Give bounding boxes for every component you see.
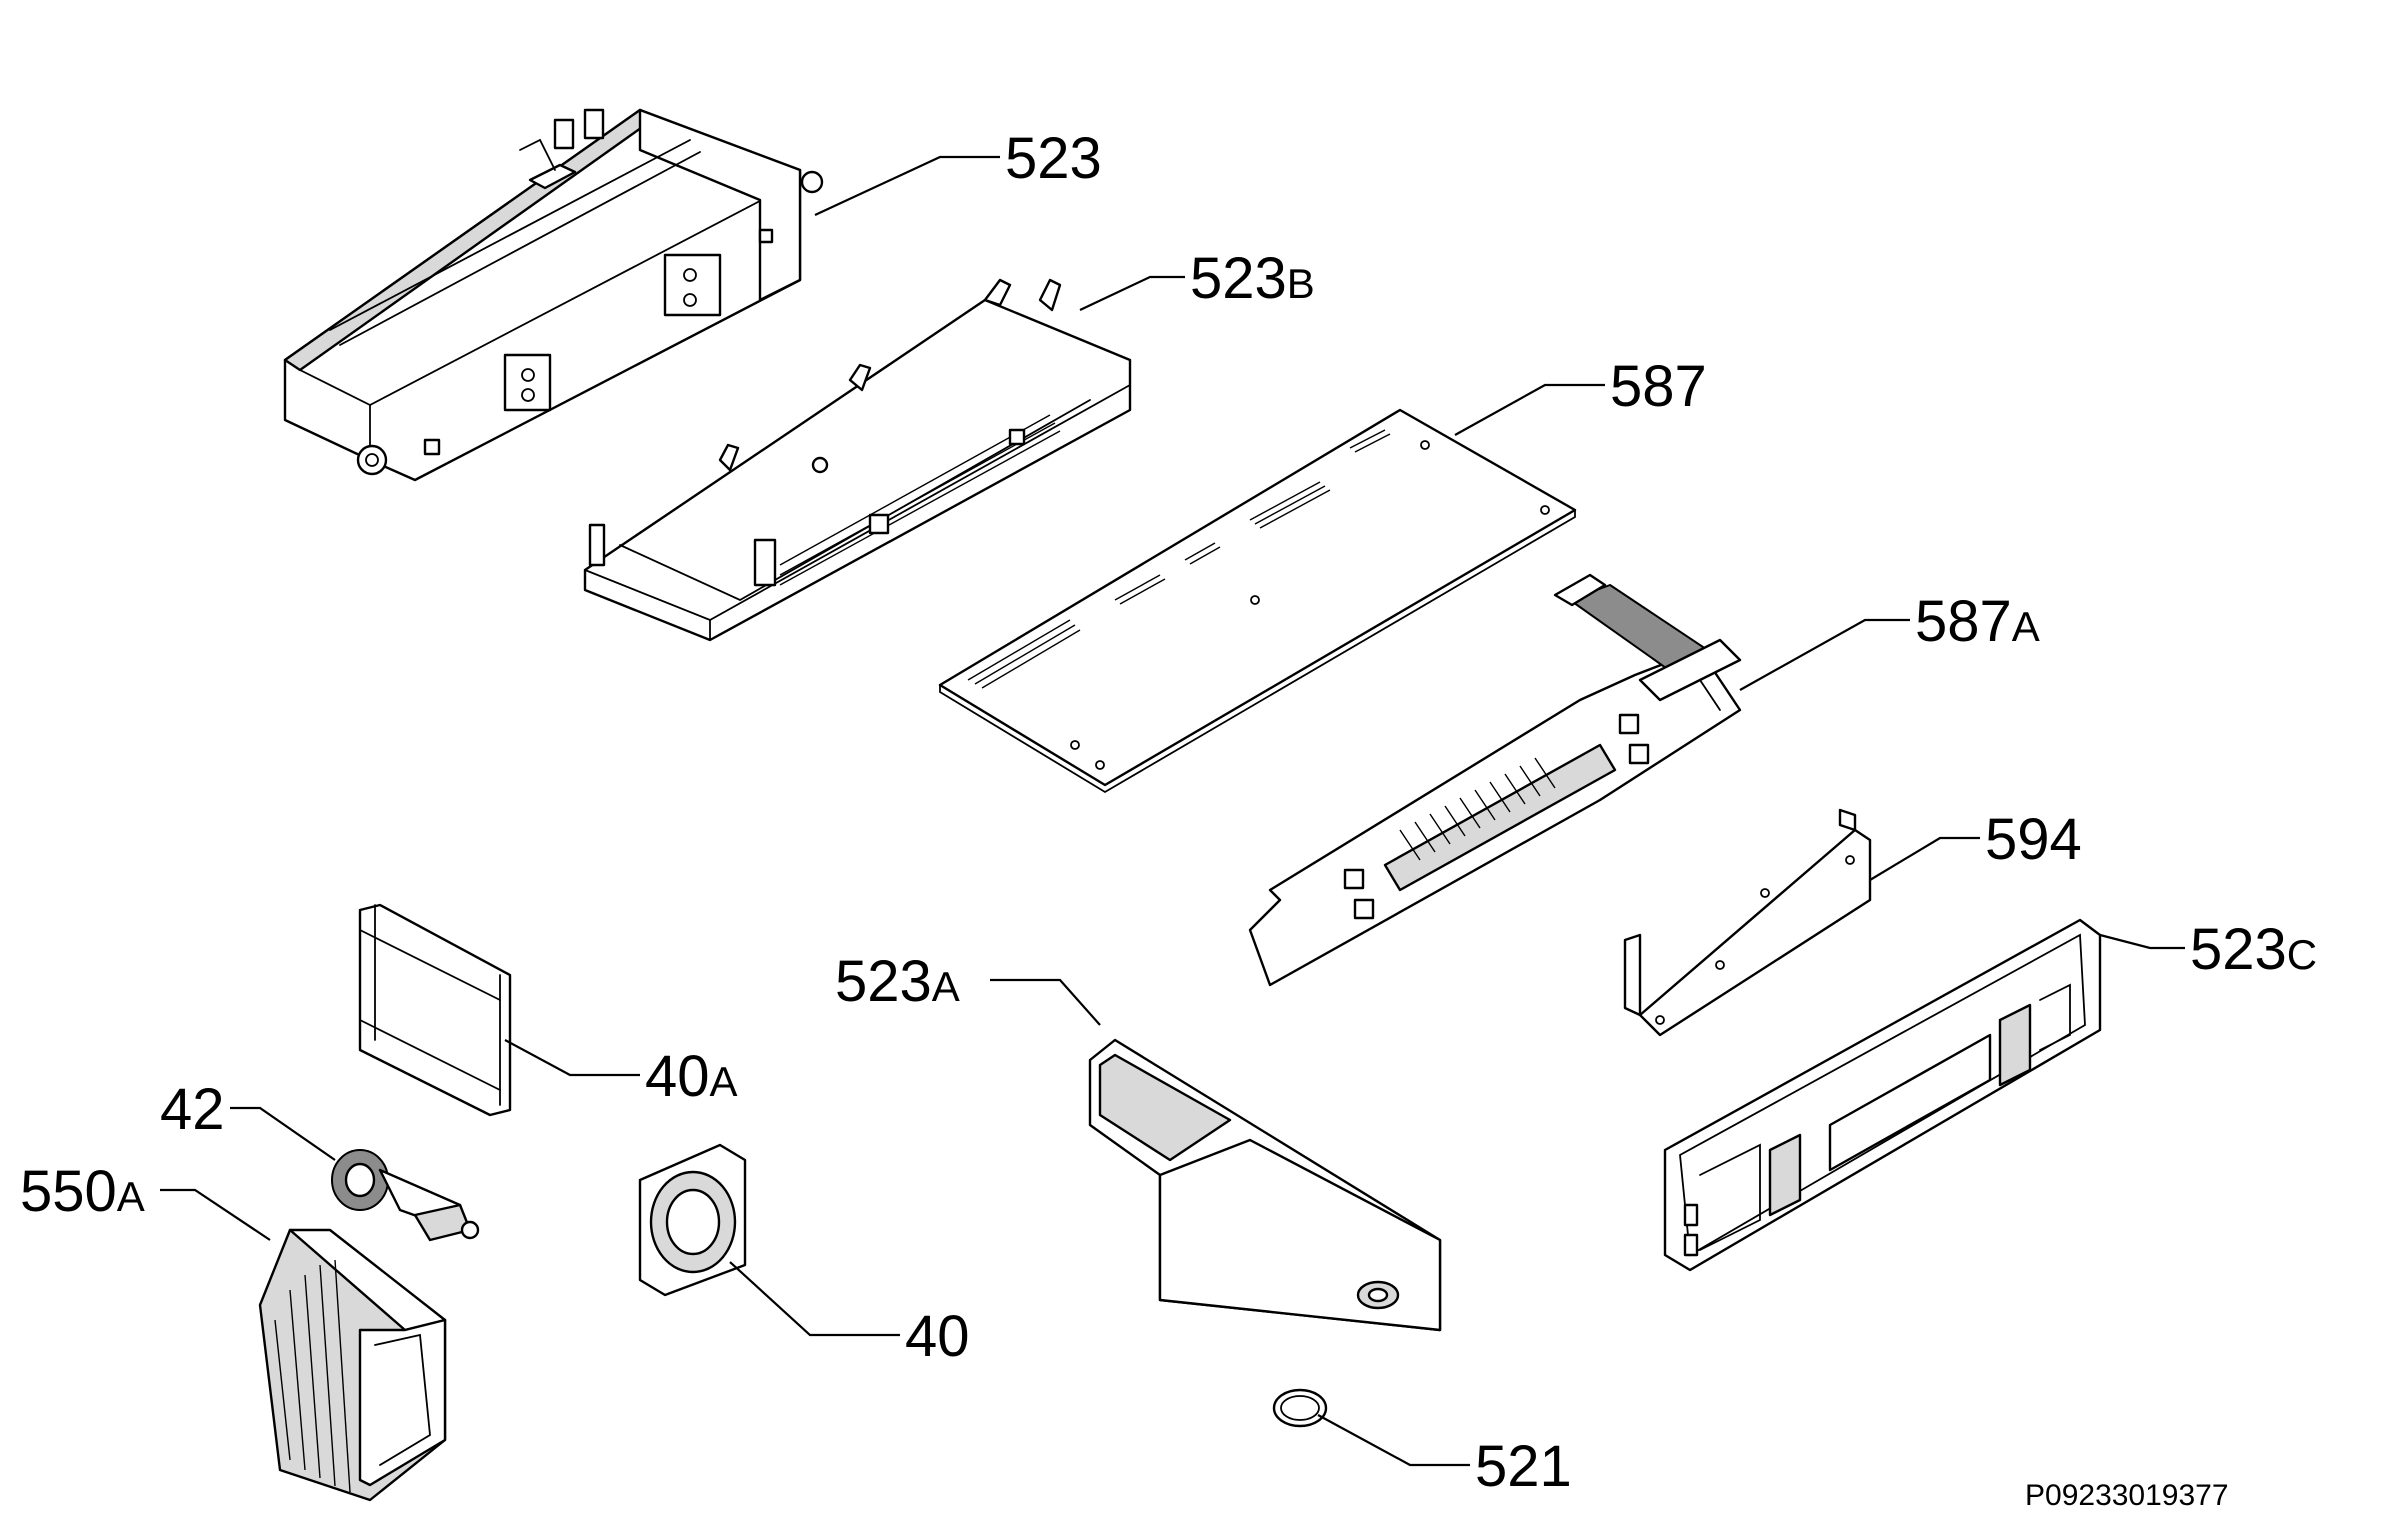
part-594-small-board (1623, 808, 1872, 1037)
label-40: 40 (905, 1304, 970, 1369)
part-587a-display-board (1248, 573, 1742, 987)
leader-40a (504, 1039, 640, 1077)
label-594: 594 (1985, 807, 2082, 872)
label-587a: 587A (1915, 589, 2040, 654)
leader-40 (729, 1261, 900, 1337)
leader-lines (160, 155, 2185, 1467)
callout-labels: 523 523B 587 587A 594 523C 523A 40A 42 5… (20, 126, 2317, 1512)
leader-523a (990, 978, 1101, 1026)
label-42: 42 (160, 1077, 225, 1142)
part-40-gasket (638, 1143, 747, 1297)
label-523a: 523A (835, 949, 960, 1014)
label-587: 587 (1610, 354, 1707, 419)
leader-523 (814, 155, 1000, 216)
leader-587a (1739, 618, 1910, 691)
part-523-control-housing (283, 108, 824, 482)
leader-523c (2099, 933, 2185, 950)
label-523b: 523B (1190, 246, 1315, 311)
part-523a-handle-cover (1088, 1038, 1442, 1332)
label-521: 521 (1475, 1434, 1572, 1499)
label-523c: 523C (2190, 917, 2317, 982)
leader-42 (230, 1106, 336, 1161)
part-550a-end-cap (258, 1228, 447, 1502)
leader-587 (1454, 383, 1605, 436)
part-521-o-ring (1272, 1388, 1328, 1428)
part-587-circuit-board (938, 408, 1577, 794)
part-40a-rail (358, 903, 512, 1117)
label-550a: 550A (20, 1159, 145, 1224)
part-42-knob-shaft (331, 1149, 480, 1242)
leader-523b (1079, 275, 1185, 311)
leader-550a (160, 1188, 271, 1241)
document-reference: P09233019377 (2025, 1479, 2229, 1512)
label-523: 523 (1005, 126, 1102, 191)
part-523b-housing-tray (583, 278, 1132, 642)
label-40a: 40A (645, 1044, 738, 1109)
part-523c-front-panel (1663, 918, 2102, 1272)
leader-521 (1317, 1414, 1470, 1467)
leader-594 (1869, 836, 1980, 881)
